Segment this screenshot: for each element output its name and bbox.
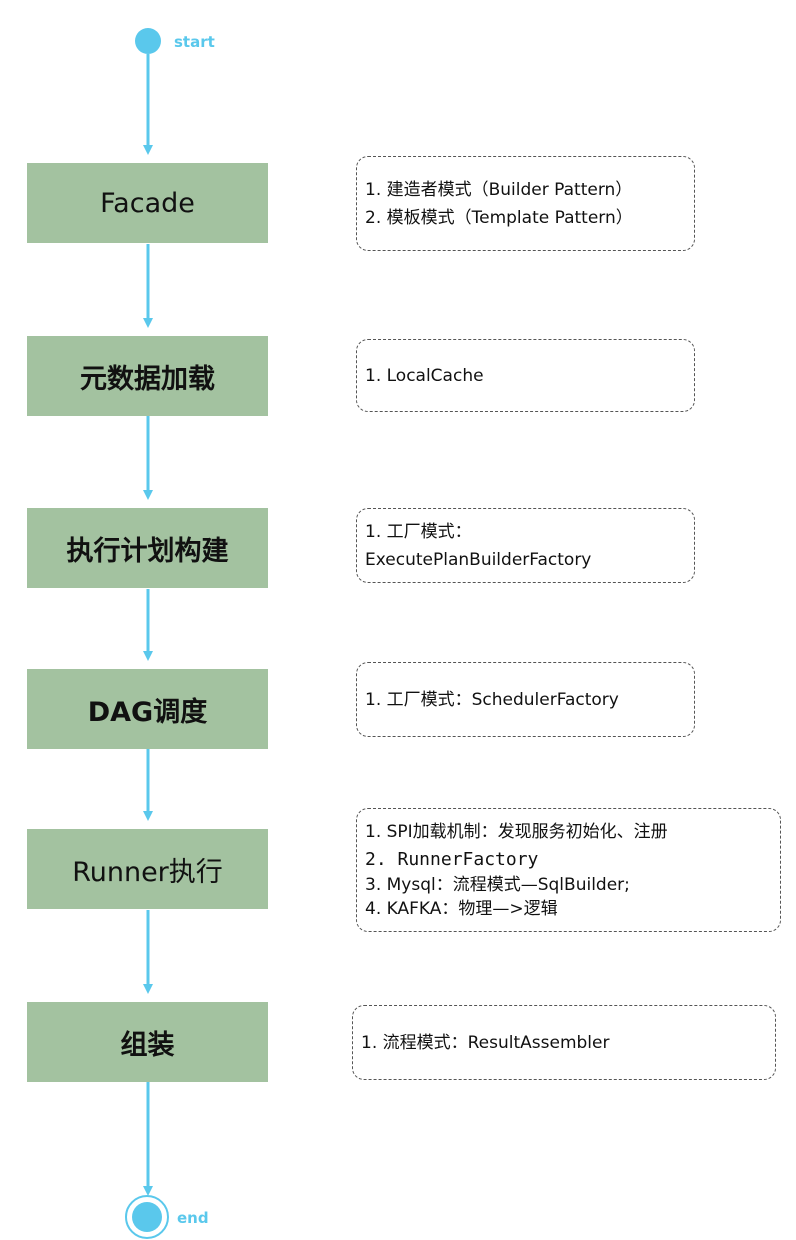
- note-line: 4. KAFKA：物理—>逻辑: [365, 899, 558, 919]
- step-label: 元数据加载: [80, 363, 215, 395]
- step-label: Facade: [100, 187, 195, 219]
- step-dag-scheduling: DAG调度: [27, 669, 268, 749]
- note-line: 1. 工厂模式：: [365, 521, 472, 542]
- note-dag: 1. 工厂模式：SchedulerFactory: [356, 662, 695, 737]
- note-execution-plan: 1. 工厂模式： ExecutePlanBuilderFactory: [356, 508, 695, 583]
- note-line: 2. 模板模式（Template Pattern）: [365, 207, 633, 228]
- step-label: DAG调度: [87, 696, 208, 728]
- step-execution-plan-build: 执行计划构建: [27, 508, 268, 588]
- note-assembly: 1. 流程模式：ResultAssembler: [352, 1005, 776, 1080]
- start-label: start: [174, 33, 215, 51]
- end-label: end: [177, 1209, 209, 1227]
- step-assembly: 组装: [27, 1002, 268, 1082]
- step-label: 执行计划构建: [66, 535, 229, 567]
- note-line: 1. 工厂模式：SchedulerFactory: [365, 689, 619, 710]
- note-line: ExecutePlanBuilderFactory: [365, 549, 592, 570]
- step-label: 组装: [120, 1029, 175, 1061]
- end-node-inner: [132, 1202, 162, 1232]
- step-metadata-loading: 元数据加载: [27, 336, 268, 416]
- note-line: 1. 建造者模式（Builder Pattern）: [365, 179, 633, 200]
- note-line: 1. SPI加载机制：发现服务初始化、注册: [365, 822, 668, 842]
- note-line: 1. LocalCache: [365, 365, 484, 386]
- note-runner: 1. SPI加载机制：发现服务初始化、注册 2. RunnerFactory 3…: [356, 808, 781, 932]
- note-facade: 1. 建造者模式（Builder Pattern） 2. 模板模式（Templa…: [356, 156, 695, 251]
- step-facade: Facade: [27, 163, 268, 243]
- note-line: 1. 流程模式：ResultAssembler: [361, 1032, 610, 1053]
- note-metadata: 1. LocalCache: [356, 339, 695, 412]
- step-runner-execution: Runner执行: [27, 829, 268, 909]
- note-line: 2. RunnerFactory: [365, 849, 539, 870]
- start-node: [135, 28, 161, 54]
- step-label: Runner执行: [72, 856, 223, 888]
- note-line: 3. Mysql：流程模式—SqlBuilder;: [365, 875, 630, 895]
